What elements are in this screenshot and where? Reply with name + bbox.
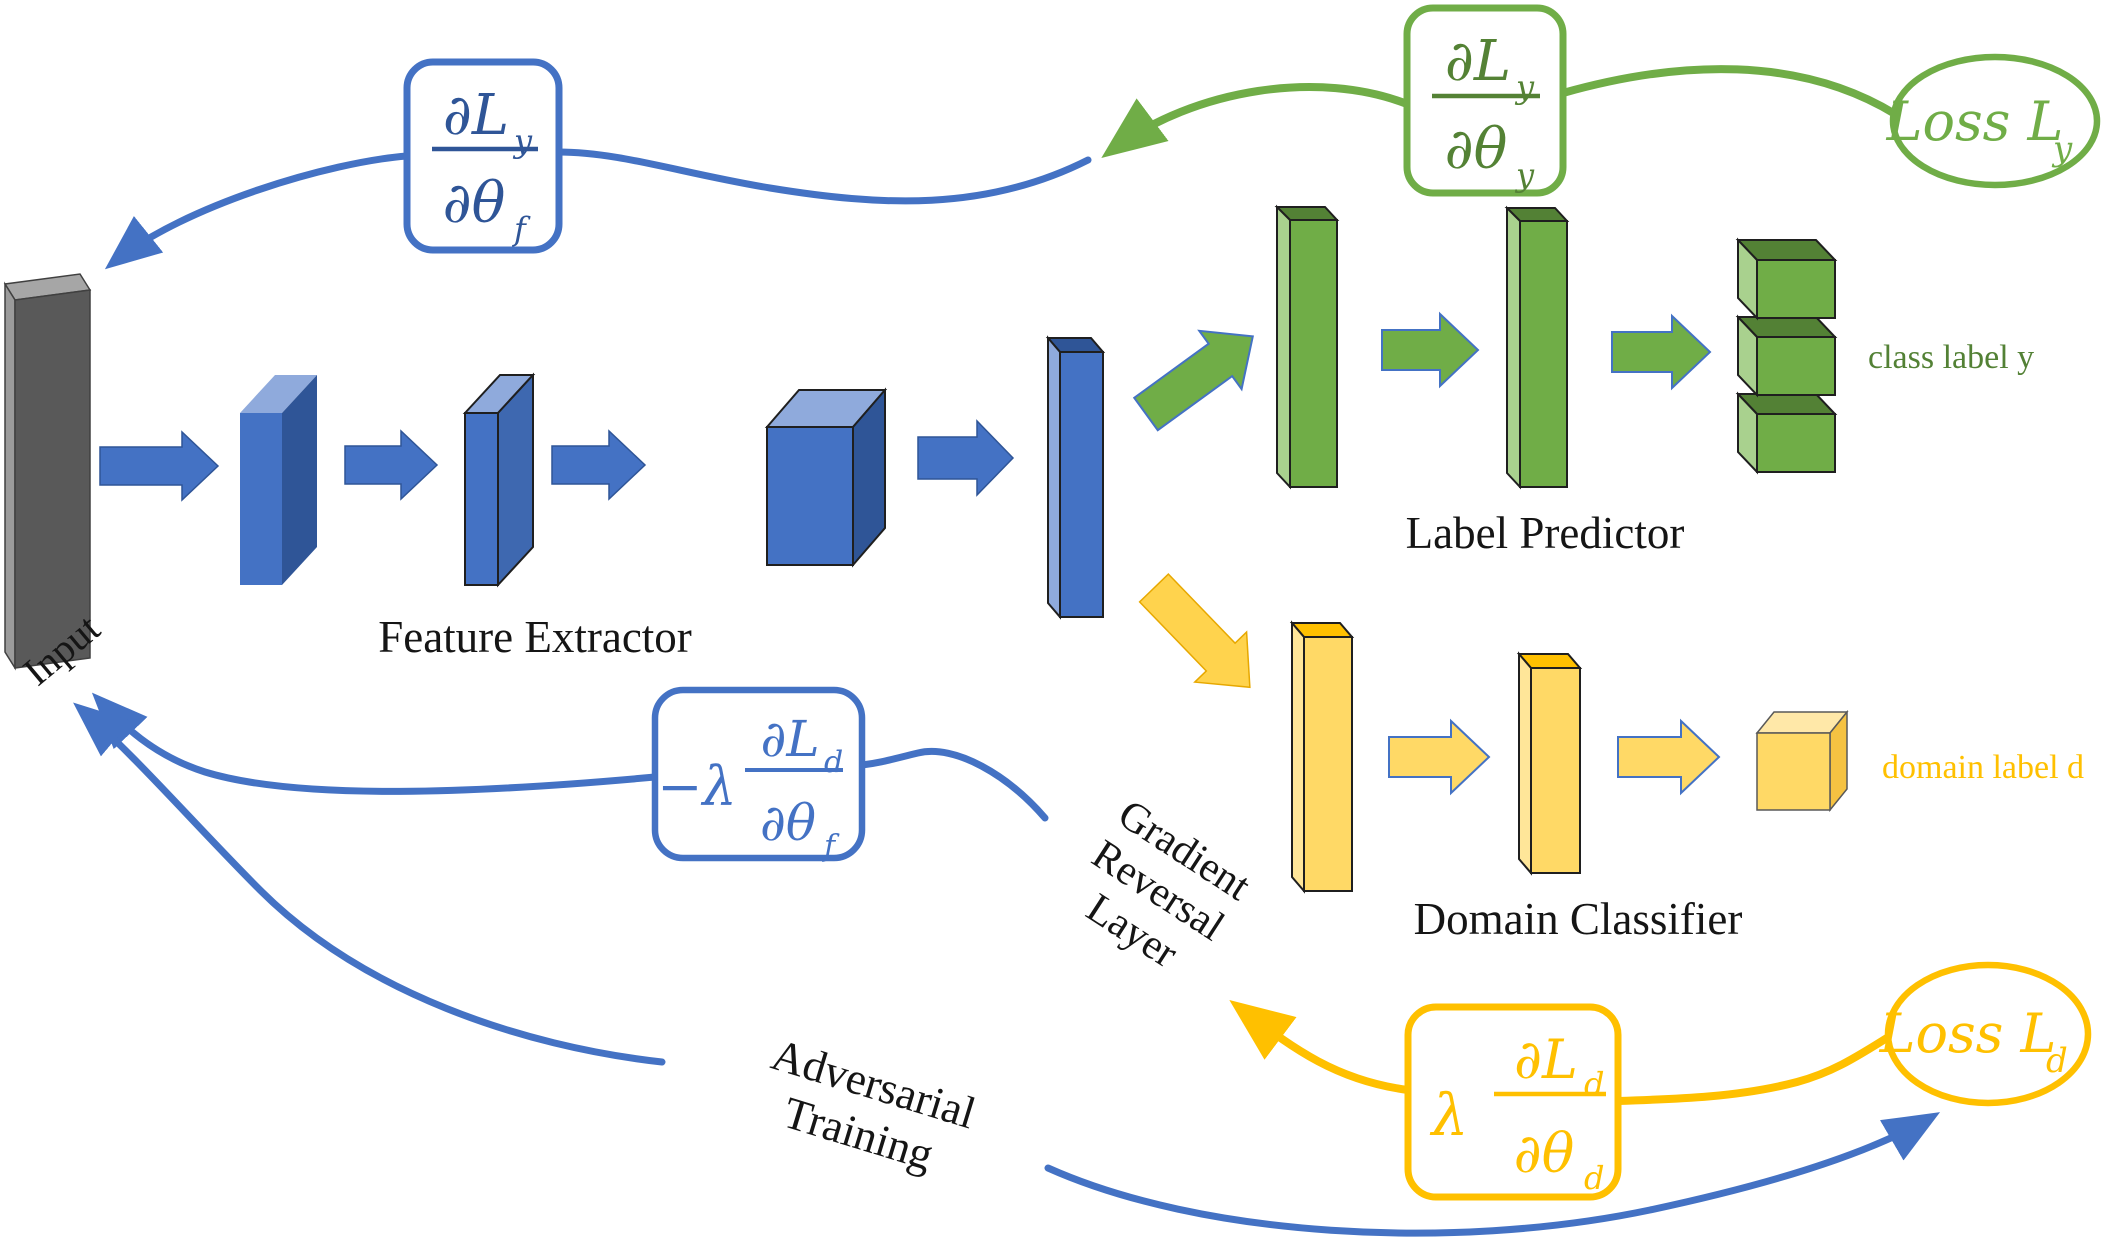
formula-denominator: ∂θ [1514,1122,1574,1185]
class-label-text: class label y [1868,339,2034,376]
class-output-cubes [1735,237,1838,475]
cube-front-face [1756,259,1836,319]
formula-denominator: ∂θ [760,794,816,852]
formula-box-domain-to-feature: −λ ∂L d ∂θ f [651,686,866,864]
formula-box-outline [403,58,563,254]
label-loss-text: Loss L [1886,90,2064,153]
formula-prefix: −λ [657,755,736,818]
forward-arrow-icon [1388,718,1491,796]
feature-layer-3 [764,387,888,568]
formula-numerator-sub: d [1584,1065,1604,1103]
adversarial-curve-to-domain-loss [1044,1112,1941,1237]
formula-box-outline [651,686,866,862]
layer-side-face [497,372,534,588]
domain-loss-ellipse [1884,961,2092,1107]
layer-front-face [1059,351,1104,618]
cube-front-face [1756,413,1836,473]
layer-front-face [766,426,854,566]
input-front-face [14,289,91,669]
label-loss-node: Loss L y [1886,53,2101,189]
domain-classifier-layer-2 [1516,651,1583,876]
layer-side-face [1047,335,1061,620]
forward-arrow-icon [344,429,439,501]
gradient-curve-label-to-input [104,148,1092,270]
formula-box-outline [1403,4,1567,197]
formula-numerator-sub: d [824,745,843,780]
formula-numerator: ∂L [1445,29,1511,94]
formula-box-label: ∂L y ∂θ y [1403,4,1567,197]
domain-loss-node: Loss L d [1879,961,2092,1107]
layer-side-face [1291,620,1305,894]
forward-arrow-icon [1611,313,1712,391]
gradient-curve-domain-to-input [91,692,1049,822]
layer-top-face [240,375,317,413]
forward-arrow-icon [551,429,647,501]
domain-loss-text: Loss L [1879,1002,2057,1065]
label-loss-ellipse [1889,53,2101,189]
formula-denominator-sub: d [1584,1159,1604,1197]
layer-front-face [1530,667,1581,874]
layer-front-face [464,412,499,586]
feature-layer-2 [462,372,536,588]
domain-output-cube [1755,709,1849,813]
layer-front-face [1289,219,1338,488]
cube-front-face [1756,732,1831,811]
class-cube [1735,314,1838,398]
layer-front-face [1303,636,1353,892]
formula-box-label-to-feature: ∂L y ∂θ f [403,58,563,254]
domain-loss-sub: d [2046,1041,2068,1081]
cube-front-face [1756,336,1836,396]
formula-denominator-sub: y [1514,156,1535,194]
layer-side-face [1518,651,1532,876]
layer-side-face [282,375,317,585]
layer-side-face [1506,205,1521,490]
layer-front-face [240,413,282,585]
formula-numerator-sub: y [1514,68,1535,106]
formula-denominator: ∂θ [1445,117,1508,182]
formula-numerator: ∂L [1514,1028,1578,1091]
formula-denominator: ∂θ [443,171,506,236]
forward-arrow-icon [1617,718,1721,796]
label-predictor-layer-2 [1504,205,1570,490]
domain-classifier-label: Domain Classifier [1414,894,1743,944]
label-predictor-layer-1 [1274,204,1340,490]
domain-label-text: domain label d [1882,749,2084,786]
input-side-face [4,281,16,671]
layer-side-face [1276,204,1291,490]
forward-arrow-icon [917,419,1015,497]
class-cube [1735,237,1838,321]
forward-arrow-icon [1381,311,1480,389]
formula-prefix: λ [1430,1081,1469,1149]
adversarial-training-label: Adversarial Training [766,1029,981,1180]
adversarial-curve-to-input [73,702,666,1066]
label-loss-sub: y [2051,129,2073,169]
input-block [3,273,92,671]
formula-box-domain: λ ∂L d ∂θ d [1404,1003,1622,1201]
feature-vector-block [1045,335,1106,620]
label-predictor-label: Label Predictor [1406,508,1685,558]
formula-numerator-sub: y [512,122,533,160]
class-cube [1735,391,1838,475]
branch-arrow-label-icon [1132,329,1254,432]
feature-extractor-label: Feature Extractor [378,612,692,662]
formula-numerator: ∂L [760,710,819,768]
feature-layer-1 [240,375,317,585]
gradient-reversal-layer-label: Gradient Reversal Layer [1078,791,1258,977]
formula-box-outline [1404,1003,1622,1201]
formula-numerator: ∂L [443,83,509,148]
layer-front-face [1519,220,1568,488]
branch-arrow-domain-icon [1138,573,1251,689]
forward-arrow-icon [99,430,220,502]
domain-classifier-layer-1 [1289,620,1355,894]
